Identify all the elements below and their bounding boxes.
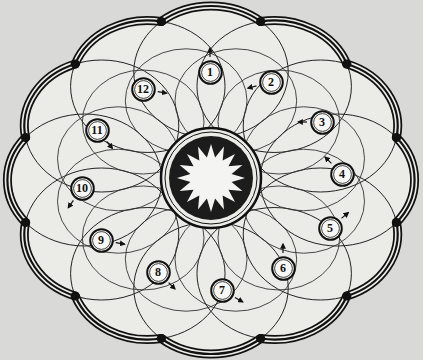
numbered-circle: 11 (85, 118, 110, 143)
callout-number: 6 (280, 261, 286, 276)
border-knot (21, 133, 30, 142)
medallion-ring (161, 128, 261, 228)
callout-number: 12 (137, 82, 149, 97)
border-knot (157, 17, 166, 26)
border-knot (392, 133, 401, 142)
medallion-disk (169, 136, 253, 220)
direction-arrow (116, 243, 125, 245)
border-knot (71, 59, 80, 68)
callout-number: 4 (339, 167, 345, 182)
direction-arrow (158, 92, 167, 94)
callout-number: 5 (327, 221, 333, 236)
callout-number: 10 (76, 181, 88, 196)
numbered-circle: 2 (259, 70, 284, 95)
direction-arrow (248, 86, 257, 88)
callout-number: 9 (98, 233, 104, 248)
border-knot (342, 59, 351, 68)
inner-arc (57, 107, 179, 211)
border-knot (256, 17, 265, 26)
direction-arrow (298, 121, 307, 122)
outer-border (7, 6, 414, 354)
medallion-ring (165, 132, 257, 224)
numbered-circle: 5 (318, 216, 343, 241)
direction-arrow (325, 157, 331, 163)
callout-number: 7 (219, 283, 225, 298)
direction-arrow (235, 298, 243, 303)
numbered-circle: 7 (210, 278, 235, 303)
border-knot (342, 292, 351, 301)
inner-arc (243, 107, 365, 211)
direction-arrow (68, 200, 73, 207)
direction-arrow (169, 283, 175, 289)
border-knot (21, 218, 30, 227)
border-knot (392, 218, 401, 227)
outer-border (7, 6, 414, 354)
numbered-circle: 10 (70, 176, 95, 201)
callout-number: 3 (319, 115, 325, 130)
numbered-circle: 12 (131, 77, 156, 102)
outer-border (7, 6, 414, 354)
numbered-circle: 9 (89, 228, 114, 253)
direction-arrow (107, 141, 113, 148)
inner-arc (243, 149, 365, 253)
border-knot (256, 334, 265, 343)
direction-arrow (282, 244, 283, 253)
direction-arrow (341, 213, 348, 219)
numbered-circle: 6 (271, 256, 296, 281)
border-knot (157, 334, 166, 343)
callout-number: 11 (91, 123, 102, 138)
border-knot (71, 292, 80, 301)
sun-star (177, 144, 245, 212)
inner-arc (57, 149, 179, 253)
rosette-ground (7, 6, 414, 354)
callout-number: 2 (268, 75, 274, 90)
direction-arrow (209, 48, 210, 57)
callout-number: 1 (207, 65, 213, 80)
callout-number: 8 (155, 265, 161, 280)
numbered-circle: 1 (198, 60, 223, 85)
numbered-circle: 3 (310, 110, 335, 135)
numbered-circle: 8 (146, 260, 171, 285)
numbered-circle: 4 (330, 162, 355, 187)
